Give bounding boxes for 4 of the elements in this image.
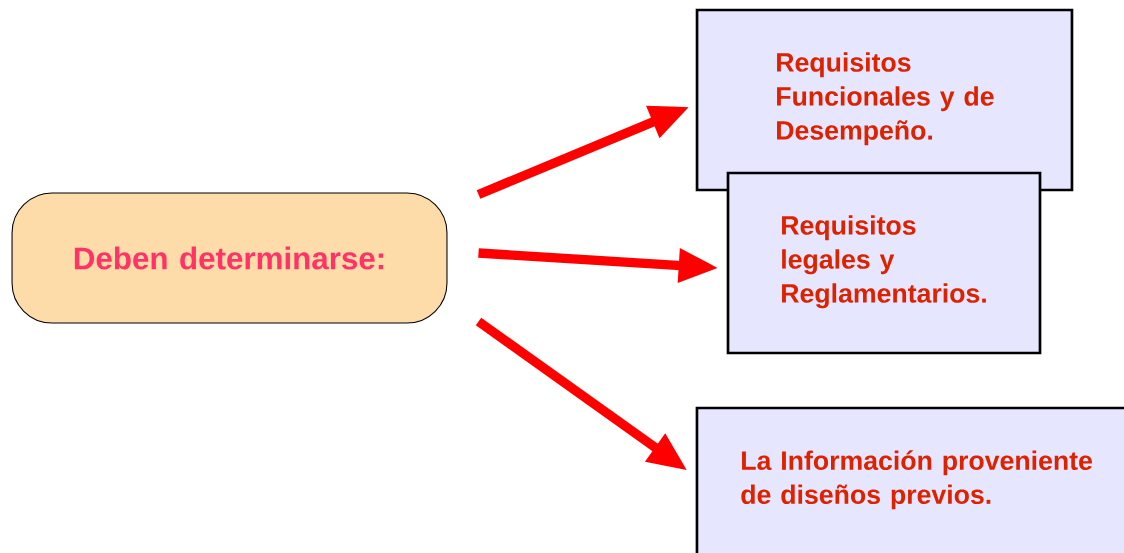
text-box: La Información proveniente de diseños previos. [695,406,1124,553]
rounded-box: Deben determinarse: [11,192,448,324]
text-box: Requisitos legales y Reglamentarios. [726,171,1042,355]
text-box: Requisitos Funcionales y de Desempeño. [695,8,1074,192]
